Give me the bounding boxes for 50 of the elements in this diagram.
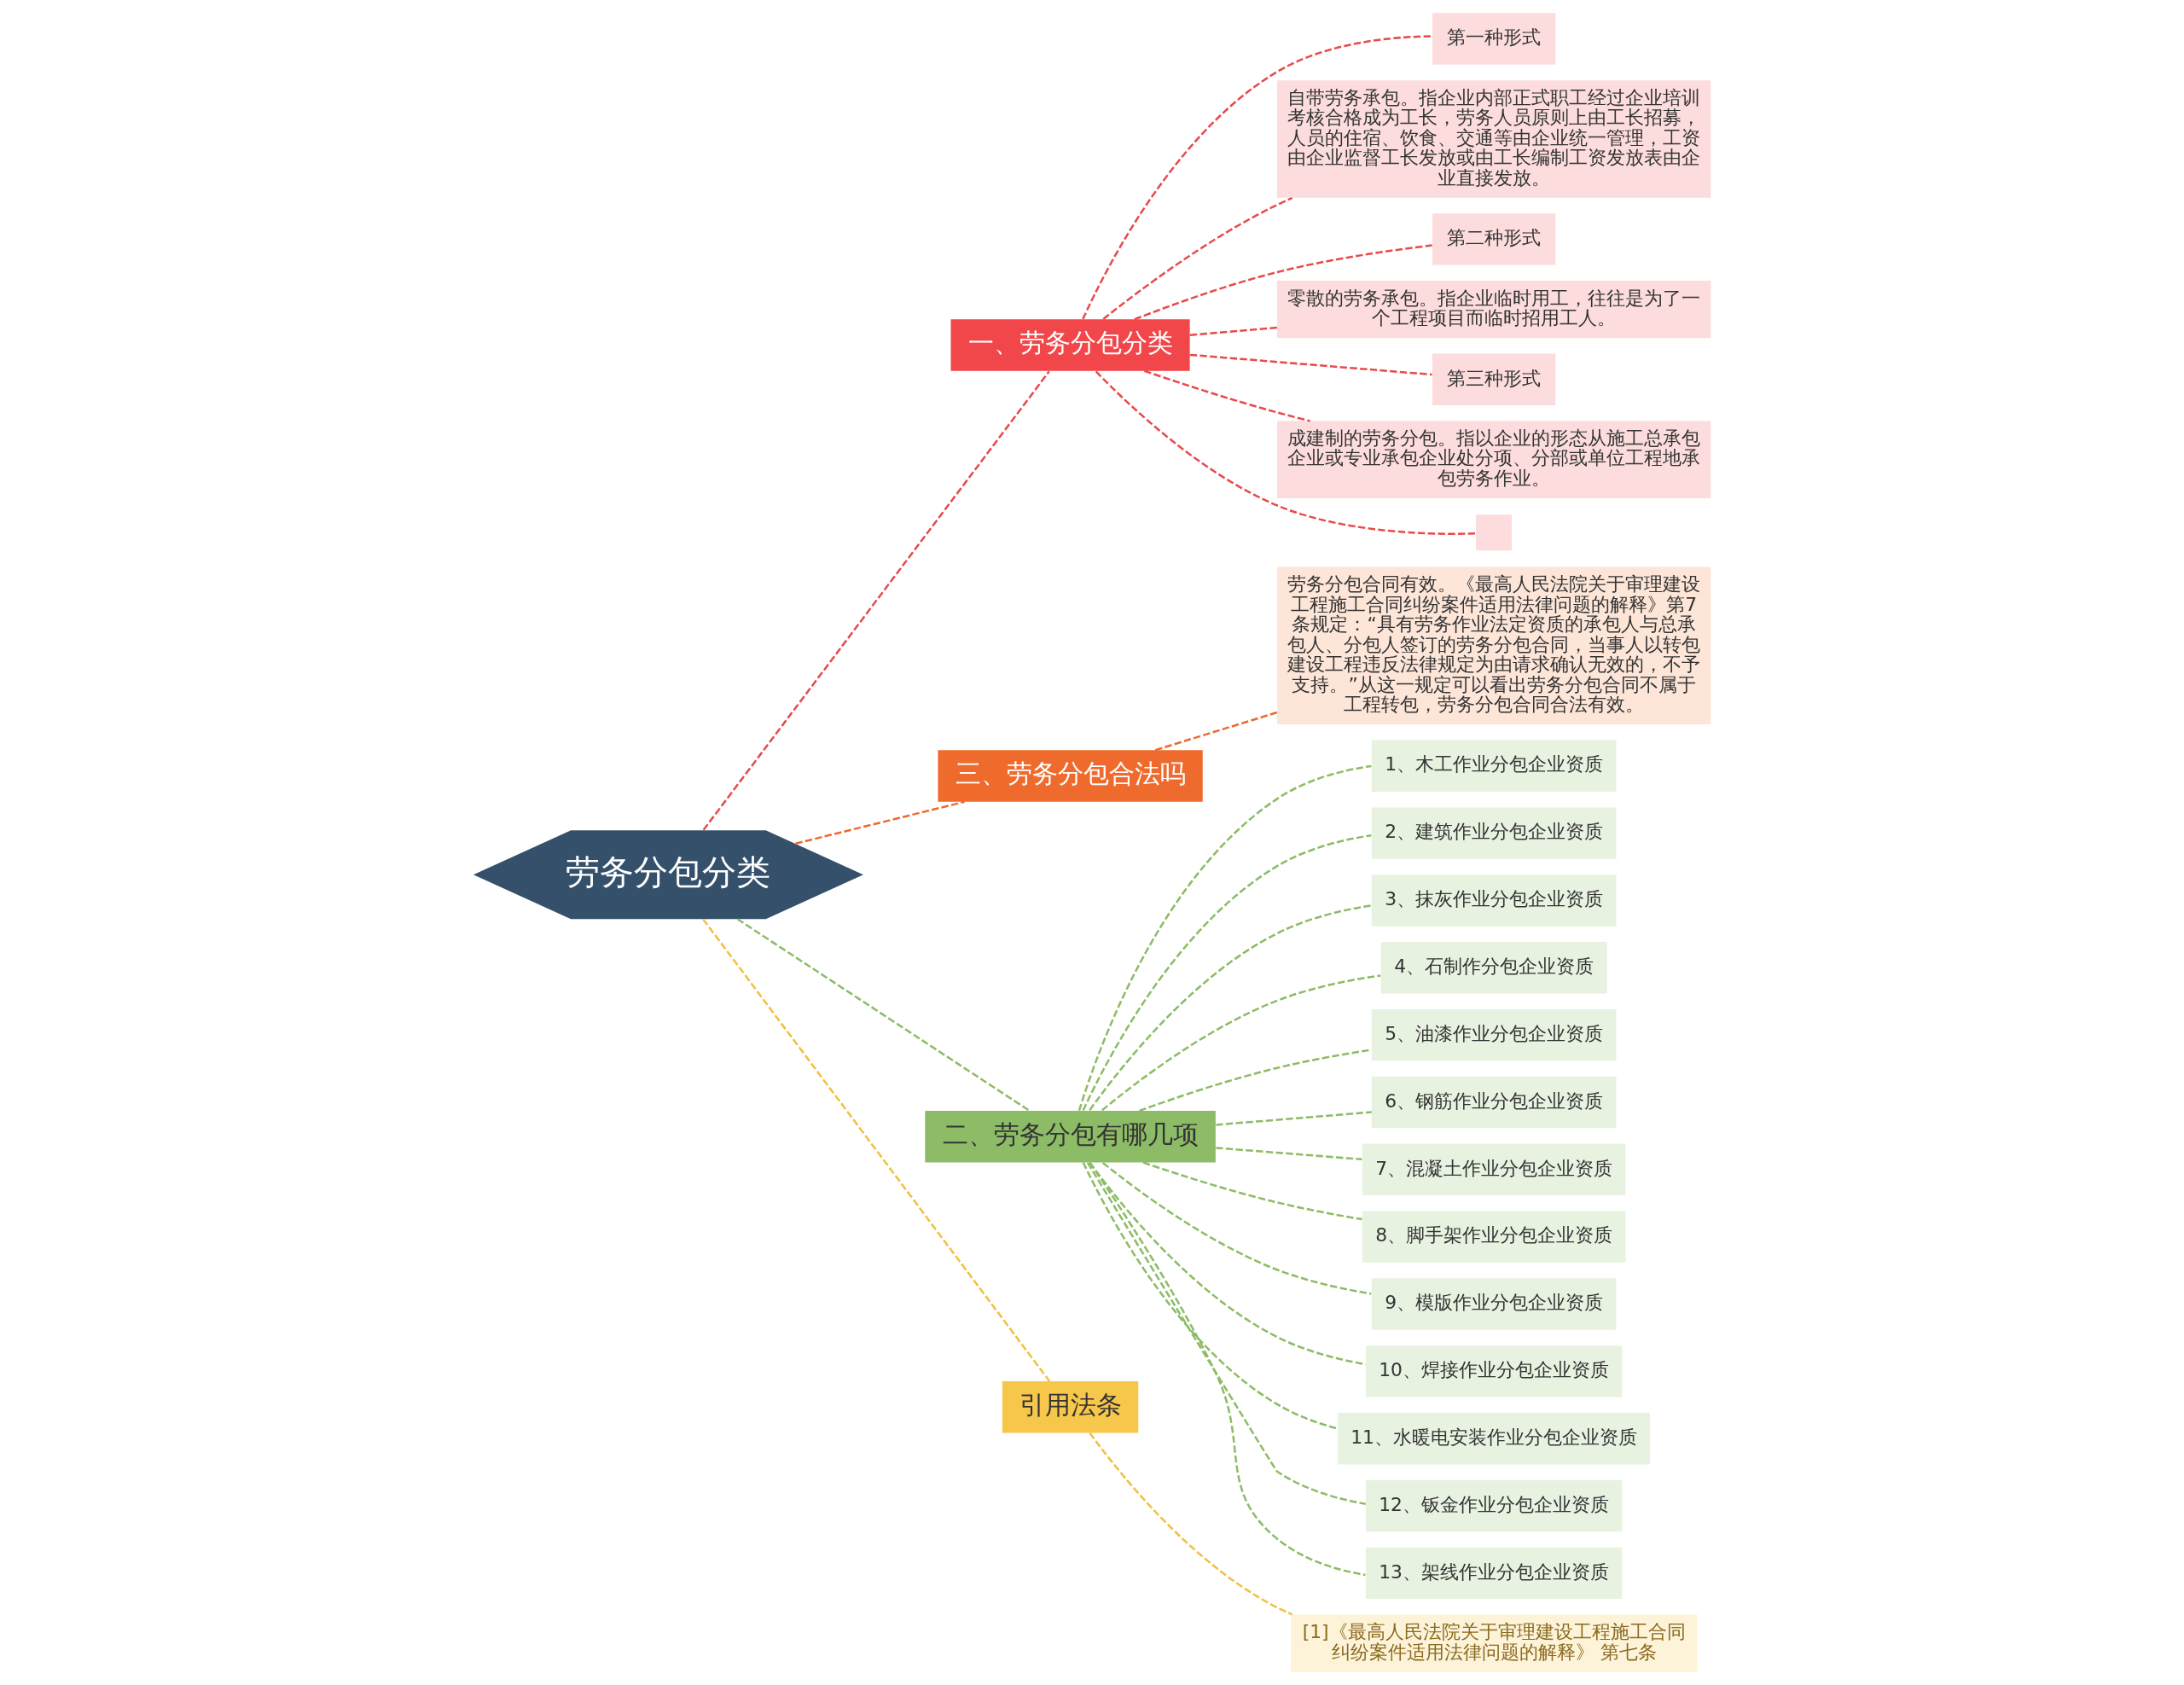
connector: [1082, 834, 1372, 1112]
node-box: 2、建筑作业分包企业资质: [1371, 807, 1617, 859]
connector: [1095, 370, 1476, 535]
connector: [1134, 244, 1432, 321]
node-box: 三、劳务分包合法吗: [938, 750, 1203, 802]
connector: [1154, 711, 1278, 752]
node-box: 自带劳务承包。指企业内部正式职工经过企业培训考核合格成为工长，劳务人员原则上由工长招募，人员的住宿、饮食、交通等由企业统一管理，工资由企业监督工长发放或由工长编制工资发放表由企业直接发放。: [1277, 80, 1711, 198]
node-box: 成建制的劳务分包。指以企业的形态从施工总承包企业或专业承包企业处分项、分部或单位工程地承包劳务作业。: [1277, 421, 1711, 499]
connector: [1216, 1111, 1372, 1126]
node-box: 5、油漆作业分包企业资质: [1371, 1008, 1617, 1061]
node-box: 6、钢筋作业分包企业资质: [1371, 1076, 1617, 1129]
connector: [1089, 1161, 1366, 1577]
connector: [1189, 353, 1432, 376]
connector: [1144, 369, 1310, 422]
connector: [702, 918, 1051, 1382]
node-box: 9、模版作业分包企业资质: [1371, 1278, 1617, 1330]
node-box: 劳务分包合同有效。《最高人民法院关于审理建设工程施工合同纠纷案件适用法律问题的解释》第7条规定：“具有劳务作业法定资质的承包人与总承包人、分包人签订的劳务分包合同，当事人以转包建设工程违反法律规定为由请求确认无效的，不予支持。”从这一规定可以看出劳务分包合同不属于工程转包，劳务分包合同合法有效。: [1277, 567, 1711, 725]
connector: [1101, 974, 1381, 1112]
connector: [1102, 196, 1293, 320]
connector: [1101, 1161, 1372, 1295]
connector: [1189, 326, 1277, 336]
node-box: 二、劳务分包有哪几项: [925, 1111, 1216, 1163]
node-box: [1]《最高人民法院关于审理建设工程施工合同纠纷案件适用法律问题的解释》 第七条: [1290, 1614, 1698, 1672]
connector: [1089, 1432, 1293, 1616]
node-box: 零散的劳务承包。指企业临时用工，往往是为了一个工程项目而临时招用工人。: [1277, 281, 1711, 339]
node-box: 1、木工作业分包企业资质: [1371, 740, 1617, 792]
node-box: 10、焊接作业分包企业资质: [1366, 1345, 1623, 1397]
connector: [1082, 35, 1432, 320]
node-box: 第二种形式: [1432, 213, 1556, 265]
node-box: 8、脚手架作业分包企业资质: [1362, 1211, 1626, 1263]
node-box: 一、劳务分包分类: [950, 319, 1190, 371]
connector: [736, 918, 1031, 1112]
node-box: 4、石制作分包企业资质: [1380, 942, 1607, 994]
node-box: 12、钣金作业分包企业资质: [1366, 1479, 1623, 1532]
node-box: [1476, 514, 1513, 551]
connector: [702, 370, 1050, 831]
node-box: 3、抹灰作业分包企业资质: [1371, 874, 1617, 927]
connector: [1082, 1162, 1339, 1430]
connector: [1216, 1147, 1362, 1161]
node-box: 7、混凝土作业分包企业资质: [1362, 1143, 1626, 1195]
connector: [795, 800, 965, 845]
node-box: 11、水暖电安装作业分包企业资质: [1338, 1413, 1650, 1465]
node-box: 引用法条: [1002, 1381, 1139, 1433]
node-box: 第一种形式: [1432, 13, 1556, 65]
node-box: 第三种形式: [1432, 353, 1556, 405]
connector: [1142, 1161, 1362, 1221]
node-box: 13、架线作业分包企业资质: [1366, 1547, 1623, 1600]
connector: [1086, 1162, 1366, 1505]
connector: [1089, 904, 1372, 1111]
connector: [1077, 764, 1372, 1112]
